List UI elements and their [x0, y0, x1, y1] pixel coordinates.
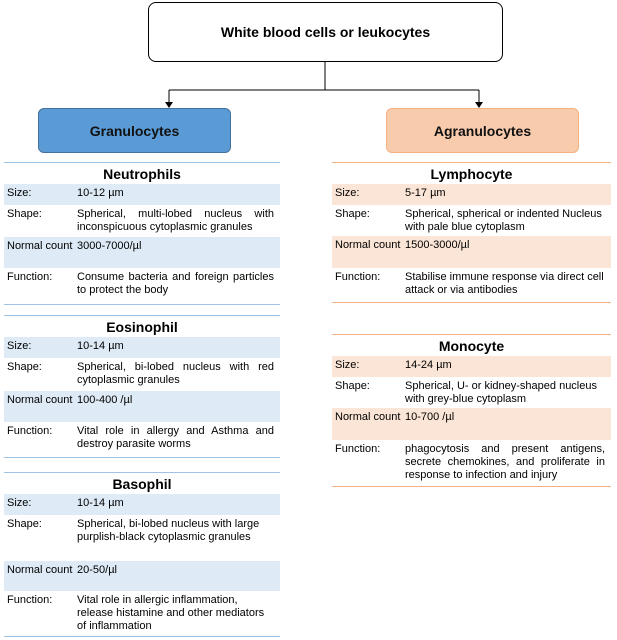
shape-value: Spherical, bi-lobed nucleus with large p…: [77, 518, 260, 543]
size-label: Size:: [335, 359, 360, 371]
cell-title: Basophil: [4, 472, 280, 494]
function-label: Function:: [335, 443, 381, 455]
count-value: 1500-3000/µl: [405, 239, 470, 251]
size-label: Size:: [7, 187, 32, 199]
function-label: Function:: [7, 594, 53, 606]
shape-row: Shape: Spherical, multi-lobed nucleus wi…: [4, 205, 280, 237]
granulocytes-box: Granulocytes: [38, 108, 231, 153]
shape-row: Shape: Spherical, spherical or indented …: [332, 205, 611, 236]
size-row: Size: 10-12 µm: [4, 184, 280, 205]
shape-value: Spherical, spherical or indented Nucleus…: [405, 208, 602, 233]
size-value: 10-12 µm: [77, 187, 124, 199]
function-label: Function:: [7, 271, 53, 283]
count-value: 3000-7000/µl: [77, 240, 142, 252]
function-value: Stabilise immune response via direct cel…: [405, 271, 604, 296]
function-label: Function:: [335, 271, 381, 283]
basophil-table: Basophil Size: 10-14 µm Shape: Spherical…: [4, 472, 280, 637]
shape-label: Shape:: [335, 380, 370, 392]
function-row: Function: phagocytosis and present antig…: [332, 440, 611, 486]
size-value: 14-24 µm: [405, 359, 452, 371]
arrow-left: [165, 102, 173, 108]
size-label: Size:: [7, 497, 32, 509]
shape-label: Shape:: [7, 361, 42, 373]
size-row: Size: 10-14 µm: [4, 494, 280, 515]
shape-row: Shape: Spherical, bi-lobed nucleus with …: [4, 358, 280, 391]
function-row: Function: Consume bacteria and foreign p…: [4, 268, 280, 304]
arrow-right: [475, 102, 483, 108]
size-value: 10-14 µm: [77, 340, 124, 352]
size-value: 5-17 µm: [405, 187, 446, 199]
count-label: Normal count: [7, 394, 73, 406]
function-value: Vital role in allergy and Asthma and des…: [77, 425, 274, 450]
size-row: Size: 5-17 µm: [332, 184, 611, 205]
function-value: Consume bacteria and foreign particles t…: [77, 271, 274, 296]
function-row: Function: Stabilise immune response via …: [332, 268, 611, 302]
shape-label: Shape:: [7, 518, 42, 530]
root-node: White blood cells or leukocytes: [148, 2, 503, 62]
shape-value: Spherical, bi-lobed nucleus with red cyt…: [77, 361, 274, 386]
cell-title: Monocyte: [332, 334, 611, 356]
count-value: 10-700 /µl: [405, 411, 455, 423]
cell-title: Neutrophils: [4, 162, 280, 184]
function-row: Function: Vital role in allergy and Asth…: [4, 422, 280, 457]
lymphocyte-table: Lymphocyte Size: 5-17 µm Shape: Spherica…: [332, 162, 611, 303]
size-label: Size:: [7, 340, 32, 352]
size-label: Size:: [335, 187, 360, 199]
granulocytes-label: Granulocytes: [89, 122, 180, 139]
neutrophils-table: Neutrophils Size: 10-12 µm Shape: Spheri…: [4, 162, 280, 305]
count-label: Normal count: [335, 411, 401, 423]
count-value: 20-50/µl: [77, 564, 117, 576]
count-label: Normal count: [335, 239, 401, 251]
size-row: Size: 14-24 µm: [332, 356, 611, 377]
connector-lines: [165, 62, 483, 108]
function-row: Function: Vital role in allergic inflamm…: [4, 591, 280, 636]
eosinophil-table: Eosinophil Size: 10-14 µm Shape: Spheric…: [4, 315, 280, 458]
count-value: 100-400 /µl: [77, 394, 133, 406]
size-row: Size: 10-14 µm: [4, 337, 280, 358]
count-row: Normal count 100-400 /µl: [4, 391, 280, 422]
cell-title: Lymphocyte: [332, 162, 611, 184]
function-label: Function:: [7, 425, 53, 437]
shape-row: Shape: Spherical, U- or kidney-shaped nu…: [332, 377, 611, 408]
count-label: Normal count: [7, 240, 73, 252]
function-value: Vital role in allergic inflammation, rel…: [77, 594, 265, 632]
root-title: White blood cells or leukocytes: [220, 24, 431, 40]
count-row: Normal count 1500-3000/µl: [332, 236, 611, 268]
shape-label: Shape:: [7, 208, 42, 220]
shape-row: Shape: Spherical, bi-lobed nucleus with …: [4, 515, 280, 561]
count-row: Normal count 3000-7000/µl: [4, 237, 280, 268]
count-row: Normal count 10-700 /µl: [332, 408, 611, 440]
shape-value: Spherical, U- or kidney-shaped nucleus w…: [405, 380, 597, 405]
size-value: 10-14 µm: [77, 497, 124, 509]
shape-label: Shape:: [335, 208, 370, 220]
agranulocytes-box: Agranulocytes: [386, 108, 579, 153]
shape-value: Spherical, multi-lobed nucleus with inco…: [77, 208, 274, 233]
monocyte-table: Monocyte Size: 14-24 µm Shape: Spherical…: [332, 334, 611, 487]
function-value: phagocytosis and present antigens, secre…: [405, 443, 605, 481]
cell-title: Eosinophil: [4, 315, 280, 337]
agranulocytes-label: Agranulocytes: [433, 122, 532, 139]
count-label: Normal count: [7, 564, 73, 576]
count-row: Normal count 20-50/µl: [4, 561, 280, 591]
